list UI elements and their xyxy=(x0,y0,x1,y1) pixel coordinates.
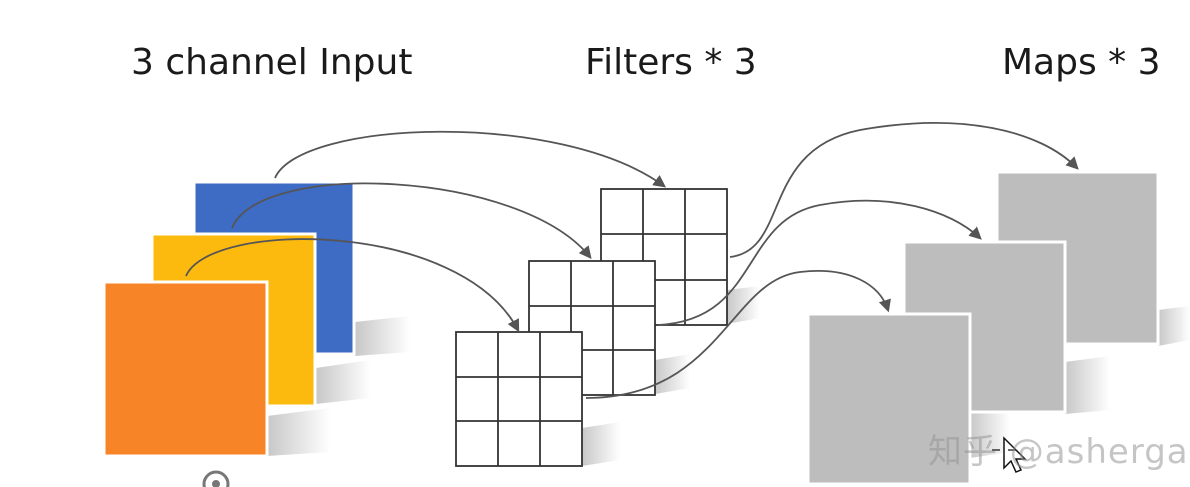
shadow-map-1 xyxy=(1158,306,1190,346)
arrows xyxy=(185,122,1079,399)
filters-title: Filters * 3 xyxy=(585,42,757,83)
filter-grid-3 xyxy=(455,331,583,467)
arrow-filter-2-to-map-2 xyxy=(657,199,982,326)
shadow-map-2 xyxy=(1065,356,1110,414)
arrow-yellow-to-filter-2 xyxy=(231,182,592,259)
channel-orange xyxy=(102,280,269,458)
arrow-orange-to-filter-3 xyxy=(185,238,520,333)
input-channels xyxy=(102,180,356,458)
shadow-yellow xyxy=(316,360,370,404)
mouse-cursor-icon xyxy=(992,436,1027,473)
output-maps xyxy=(806,170,1160,486)
shadow-filter-1 xyxy=(727,286,760,324)
shadow-filter-3 xyxy=(582,422,620,466)
drop-shadows xyxy=(267,286,1190,466)
watermark: 知乎 @ashergag xyxy=(928,432,1190,472)
map-3 xyxy=(806,312,972,486)
input-title: 3 channel Input xyxy=(131,42,413,83)
filters xyxy=(455,188,728,467)
record-icon xyxy=(202,470,230,487)
shadow-map-3 xyxy=(970,404,1010,458)
arrow-filter-1-to-map-1 xyxy=(729,122,1079,258)
shadow-orange xyxy=(267,408,330,456)
maps-title: Maps * 3 xyxy=(1002,42,1161,83)
shadow-filter-2 xyxy=(655,354,690,394)
arrow-filter-3-to-map-3 xyxy=(585,270,891,399)
arrow-blue-to-filter-1 xyxy=(274,130,667,188)
shadow-blue xyxy=(355,316,410,356)
